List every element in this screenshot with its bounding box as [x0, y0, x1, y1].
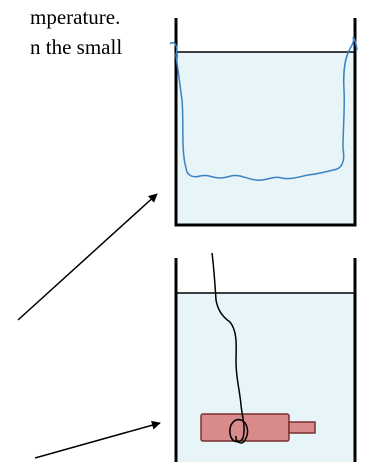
hanging-string [211, 252, 249, 444]
upper-arrow [17, 193, 158, 321]
cloth-wrap-outline [169, 36, 358, 181]
bottom-beaker-walls [174, 258, 357, 462]
lower-arrow [34, 420, 161, 459]
top-beaker-water [176, 52, 355, 225]
bottom-beaker [174, 252, 357, 462]
cylinder-tip [288, 421, 316, 434]
top-beaker [169, 18, 358, 227]
caption-line-1: mperature. [30, 5, 121, 29]
heated-cylinder [200, 413, 290, 442]
caption-line-2: n the small [30, 35, 123, 59]
top-beaker-walls [174, 18, 357, 227]
